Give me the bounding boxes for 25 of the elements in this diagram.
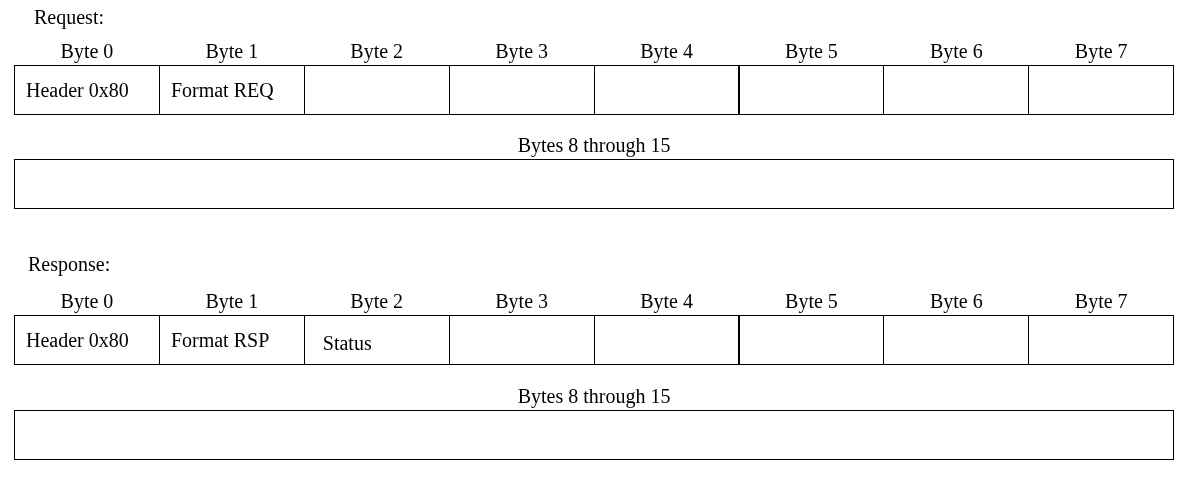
field-heading: Byte 2	[349, 39, 405, 64]
field-value: Header 0x80	[26, 78, 129, 102]
field-heading: Bytes 8 through 15	[516, 384, 672, 409]
field-heading: Byte 6	[928, 39, 984, 64]
field-value: Format RSP	[170, 328, 270, 352]
field-heading: Byte 3	[494, 289, 549, 314]
field-heading: Byte 0	[59, 289, 115, 314]
field-heading: Byte 0	[59, 39, 115, 64]
field-heading: Bytes 8 through 15	[516, 133, 672, 158]
field-heading: Byte 4	[639, 289, 694, 314]
field-value: Status	[322, 331, 372, 355]
field-heading: Byte 1	[204, 39, 260, 64]
field-heading: Byte 5	[784, 289, 839, 314]
field-heading: Byte 3	[494, 39, 549, 64]
field-heading: Byte 7	[1073, 39, 1129, 64]
field-heading: Byte 7	[1073, 289, 1129, 314]
section-heading: Request:	[34, 6, 104, 29]
field-heading: Byte 6	[928, 289, 984, 314]
field-heading: Byte 4	[639, 39, 694, 64]
field-heading: Byte 2	[349, 289, 405, 314]
field-heading: Byte 5	[784, 39, 839, 64]
section-heading: Response:	[28, 253, 111, 276]
field-heading: Byte 1	[204, 289, 260, 314]
field-value: Header 0x80	[26, 328, 129, 352]
field-value: Format REQ	[170, 78, 274, 102]
